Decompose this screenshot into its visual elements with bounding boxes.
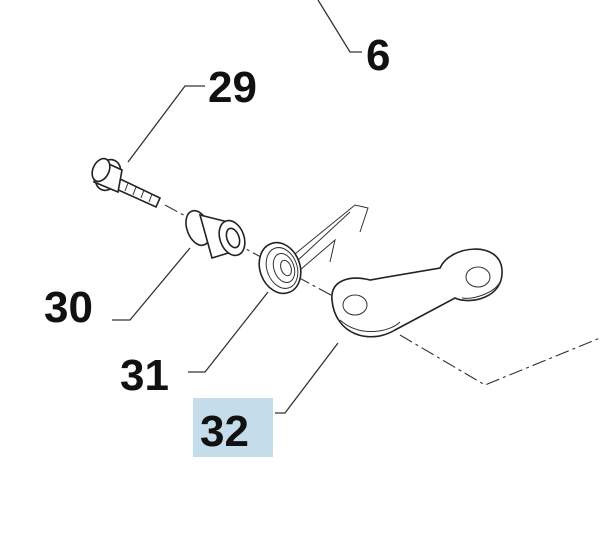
bolt-part (91, 157, 162, 209)
bushing-part (185, 209, 246, 260)
callout-6[interactable]: 6 (366, 31, 390, 80)
callout-32-highlight (193, 398, 273, 457)
callout-29[interactable]: 29 (208, 63, 257, 112)
leader-31 (188, 291, 269, 373)
axis-line-lower (399, 334, 600, 386)
lever-part (331, 248, 503, 338)
spring-part (258, 204, 369, 295)
callout-30[interactable]: 30 (44, 283, 93, 332)
leader-6 (317, 0, 362, 53)
leader-32 (275, 342, 339, 414)
leader-30 (112, 247, 191, 321)
callout-31[interactable]: 31 (120, 351, 169, 400)
leader-29 (127, 85, 205, 163)
callout-32[interactable]: 32 (200, 407, 249, 456)
